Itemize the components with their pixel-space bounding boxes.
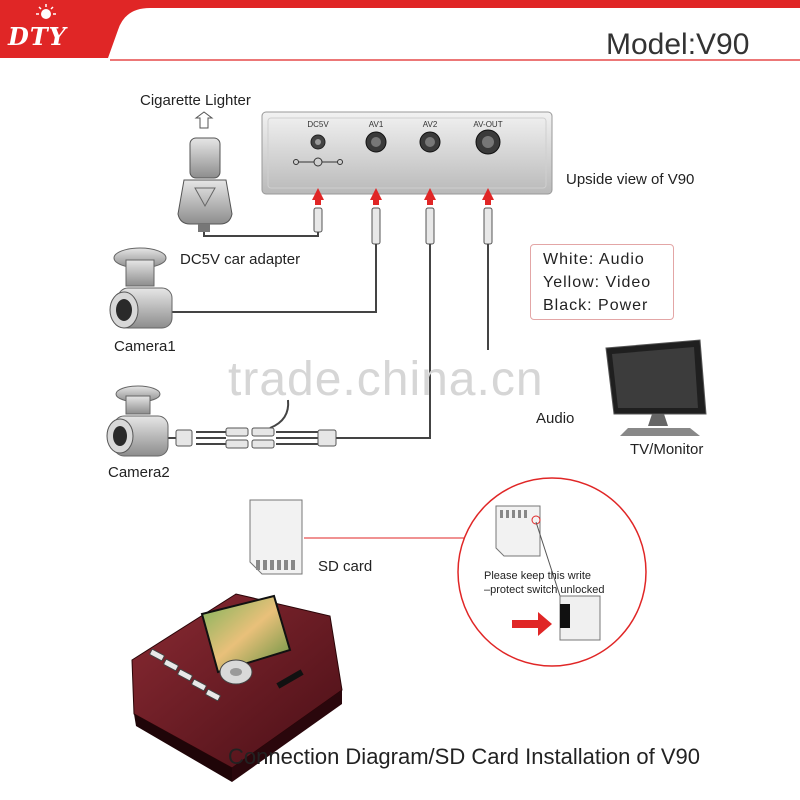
sd-zoom-circle	[457, 477, 647, 667]
port-label-av2: AV2	[422, 120, 438, 129]
port-arrows	[312, 188, 494, 205]
red-pointer-arrow	[512, 612, 552, 636]
upside-view-label: Upside view of V90	[566, 171, 695, 188]
port-label-dc5v: DC5V	[307, 120, 329, 129]
polarity-icon	[293, 157, 343, 167]
v90-dvr-graphic	[131, 593, 343, 782]
legend-black: Black: Power	[543, 297, 649, 314]
sd-card-graphic	[249, 499, 303, 575]
brand-logo: DTY	[8, 22, 67, 51]
jack-plugs	[313, 207, 493, 245]
logo-sun-icon	[36, 4, 56, 19]
camera2-graphic	[106, 385, 169, 457]
port-label-av-out: AV-OUT	[473, 120, 503, 129]
audio-label: Audio	[536, 410, 575, 427]
car-adapter-label: DC5V car adapter	[180, 251, 301, 268]
camera1-label: Camera1	[114, 338, 176, 355]
tv-monitor-label: TV/Monitor	[630, 441, 704, 458]
sd-card-label: SD card	[318, 558, 373, 575]
model-title: Model:V90	[606, 28, 750, 61]
wire-color-legend: White: Audio Yellow: Video Black: Power	[530, 244, 674, 320]
sd-note-line1: Please keep this write	[484, 570, 591, 582]
camera2-splitter	[175, 427, 337, 449]
header-ribbon	[0, 0, 800, 61]
cables	[168, 222, 489, 445]
footer-caption: Connection Diagram/SD Card Installation …	[228, 744, 701, 769]
legend-yellow: Yellow: Video	[543, 274, 652, 291]
dvr-screen	[200, 594, 292, 674]
watermark: trade.china.cn	[228, 353, 544, 406]
sd-note-line2: –protect switch unlocked	[484, 584, 605, 596]
legend-white: White: Audio	[543, 251, 645, 268]
device-upside-view	[261, 111, 553, 195]
camera2-label: Camera2	[108, 464, 170, 481]
port-label-av1: AV1	[368, 120, 384, 129]
tv-monitor-graphic	[605, 339, 707, 436]
cigarette-lighter-label: Cigarette Lighter	[140, 92, 251, 109]
dvr-buttons	[149, 648, 221, 702]
car-adapter-graphic	[177, 111, 233, 232]
camera1-graphic	[109, 247, 173, 329]
